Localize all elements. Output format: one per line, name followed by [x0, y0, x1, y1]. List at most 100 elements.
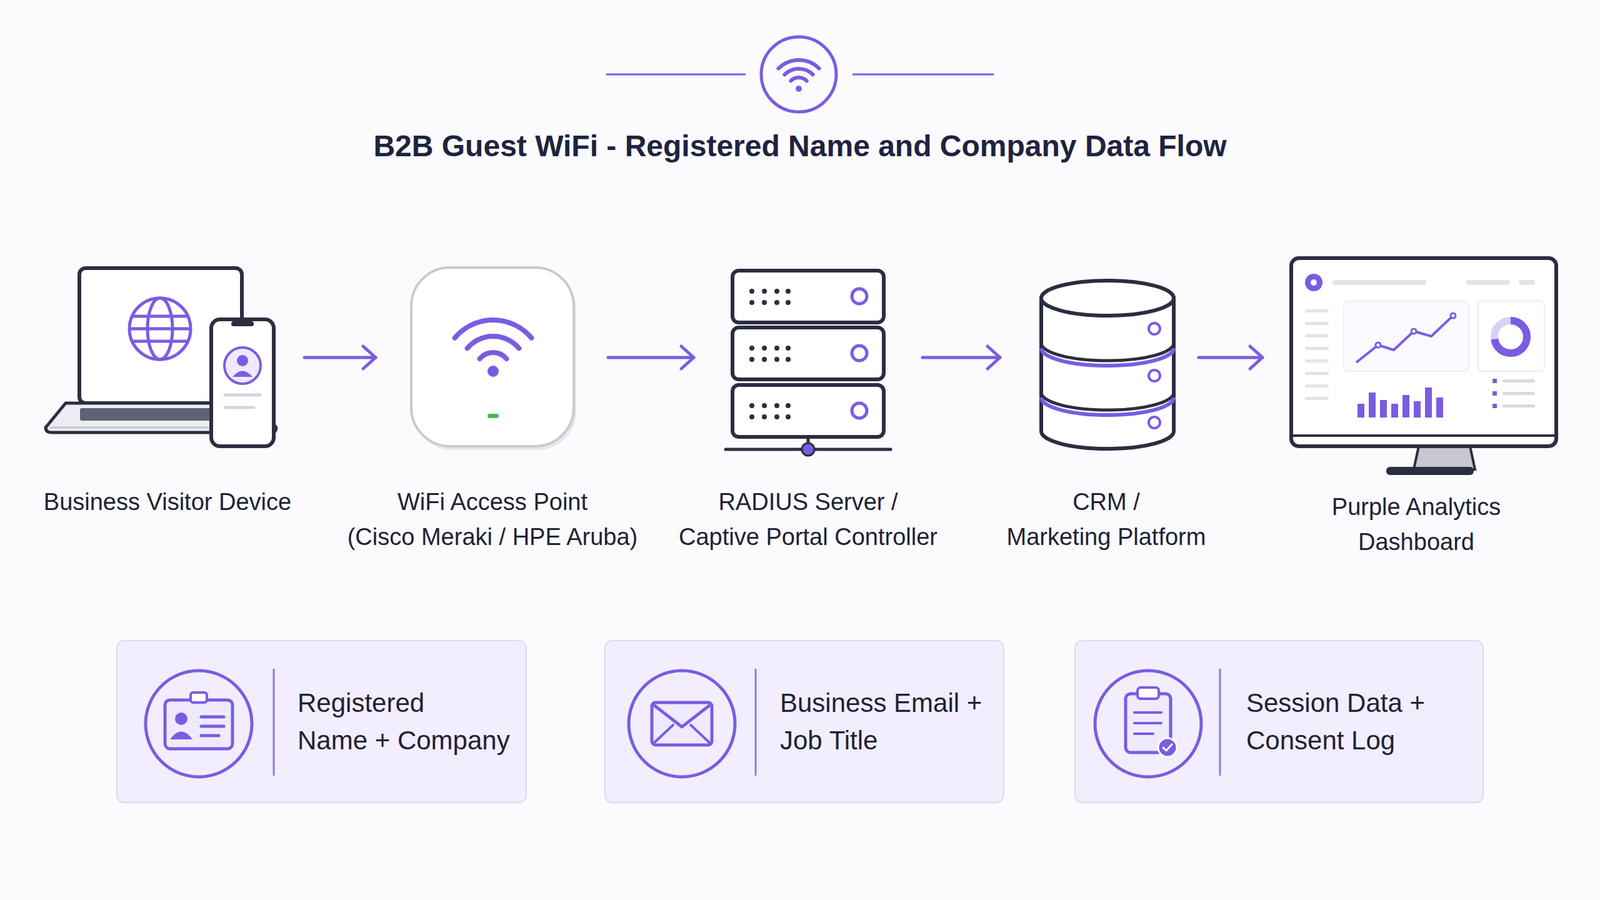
monitor-illustration-part-part [1502, 391, 1535, 395]
monitor-illustration-part-part [1492, 391, 1497, 396]
monitor-illustration-part-part [1305, 371, 1329, 375]
server-illustration-part-part [785, 345, 791, 351]
server-illustration-part-part [785, 356, 791, 362]
clipboard-icon-part [1137, 687, 1159, 699]
monitor-illustration-part-part [1375, 342, 1381, 348]
arrow-shaft [922, 356, 1000, 360]
server-illustration-part-part [749, 300, 755, 305]
id-card-icon-part [165, 700, 233, 749]
flow-node: RADIUS Server / Captive Portal Controlle… [693, 268, 923, 447]
node-label: CRM / Marketing Platform [1006, 484, 1207, 555]
server-illustration-part-part [785, 288, 791, 294]
monitor-illustration-part-part [1305, 321, 1329, 325]
monitor-illustration-part-part [1466, 280, 1510, 285]
laptop-illustration-part [45, 403, 277, 433]
header-wifi-icon-part [795, 85, 802, 92]
id-card-icon-part [145, 670, 252, 777]
laptop-illustration-part-part [131, 340, 189, 344]
info-card: Business Email + Job Title [604, 640, 1005, 804]
monitor-illustration-part [1293, 434, 1555, 437]
server-illustration-part [732, 270, 884, 437]
server-illustration-part-part [774, 300, 780, 305]
id-card-icon-part-part [201, 725, 224, 729]
server-illustration-part-part [749, 403, 755, 409]
node-label: RADIUS Server / Captive Portal Controlle… [678, 484, 939, 555]
monitor-illustration-part-part [1425, 387, 1432, 418]
monitor-illustration-part [1356, 315, 1454, 363]
server-illustration-part-part [851, 288, 867, 304]
monitor-illustration [1291, 258, 1557, 475]
arrow-shaft [1198, 356, 1263, 360]
header-wifi-icon-part [606, 73, 745, 76]
envelope-icon-part [653, 724, 710, 744]
server-illustration-part-part [761, 414, 767, 420]
clipboard-icon-part [1095, 670, 1202, 777]
flow-node: Business Visitor Device [37, 267, 305, 448]
clipboard-icon-part [1163, 744, 1172, 751]
monitor-illustration-part [1375, 313, 1456, 348]
node-label: Business Visitor Device [43, 484, 293, 520]
clipboard-icon-part-part [1134, 721, 1162, 725]
laptop-illustration-part [50, 426, 273, 429]
server-illustration-part-part [732, 385, 884, 437]
access-point-illustration [411, 267, 577, 450]
phone-illustration-part [232, 371, 253, 378]
access-point-illustration-part-part [480, 352, 507, 359]
server-illustration [725, 270, 891, 456]
monitor-illustration-part-part [1450, 313, 1456, 319]
server-illustration-part-part [774, 403, 780, 409]
clipboard-icon-part [1158, 738, 1177, 757]
card-text: Session Data + Consent Log [1246, 684, 1427, 760]
monitor-illustration-part-part [1305, 384, 1329, 388]
monitor-illustration-part [1478, 301, 1545, 372]
database-illustration-part [1041, 348, 1174, 366]
envelope-icon [628, 668, 756, 777]
monitor-illustration-part [1386, 466, 1474, 475]
database-illustration-part [1041, 392, 1174, 410]
monitor-illustration-part [1492, 378, 1497, 409]
monitor-illustration-part-part [1402, 395, 1410, 418]
monitor-illustration-part-part [1391, 403, 1399, 418]
clipboard-icon-part [1125, 693, 1171, 753]
access-point-illustration-part [411, 267, 574, 447]
monitor-illustration-part-part [1413, 401, 1421, 418]
monitor-illustration-part [1310, 279, 1317, 286]
arrow-head [1250, 346, 1263, 369]
access-point-illustration-part-part [455, 320, 532, 339]
flow-node: WiFi Access Point (Cisco Meraki / HPE Ar… [375, 267, 609, 448]
server-illustration-part-part [749, 345, 755, 351]
monitor-illustration-part-part [1357, 403, 1365, 418]
server-illustration-part-part [749, 288, 755, 294]
server-illustration-part-part [785, 414, 791, 420]
header-wifi-icon-part [761, 36, 837, 112]
arrow-head [681, 346, 694, 369]
monitor-illustration-part-part [1305, 309, 1329, 313]
monitor-illustration-part-part [1380, 400, 1387, 418]
monitor-illustration-part-part [1502, 379, 1535, 383]
server-illustration-part-part [761, 345, 767, 351]
database-illustration-part-part [1148, 323, 1160, 335]
id-card-icon [145, 668, 274, 777]
header-wifi-icon-part [784, 68, 813, 75]
server-illustration-part-part [851, 345, 867, 361]
arrow-head [363, 346, 376, 369]
server-illustration-part-part [785, 300, 791, 305]
laptop-illustration-part [80, 408, 230, 421]
server-illustration-part [806, 436, 810, 450]
header-wifi-icon-part [790, 77, 807, 81]
flow-arrow [608, 346, 694, 369]
phone-illustration-part [211, 319, 274, 447]
monitor-illustration-part [1494, 320, 1527, 354]
monitor-illustration-part-part [1305, 334, 1329, 338]
id-card-icon-part-part [201, 715, 224, 719]
envelope-icon-part [653, 705, 710, 727]
server-illustration-part-part [774, 288, 780, 294]
flow-arrow [922, 346, 1000, 369]
database-illustration-part [1148, 323, 1160, 429]
server-illustration-part-part [774, 414, 780, 420]
clipboard-icon [1095, 668, 1220, 777]
monitor-illustration-part-part [1411, 328, 1417, 334]
server-illustration-part-part [761, 356, 767, 362]
database-illustration-part [1041, 397, 1174, 415]
id-card-icon-part [273, 668, 275, 776]
